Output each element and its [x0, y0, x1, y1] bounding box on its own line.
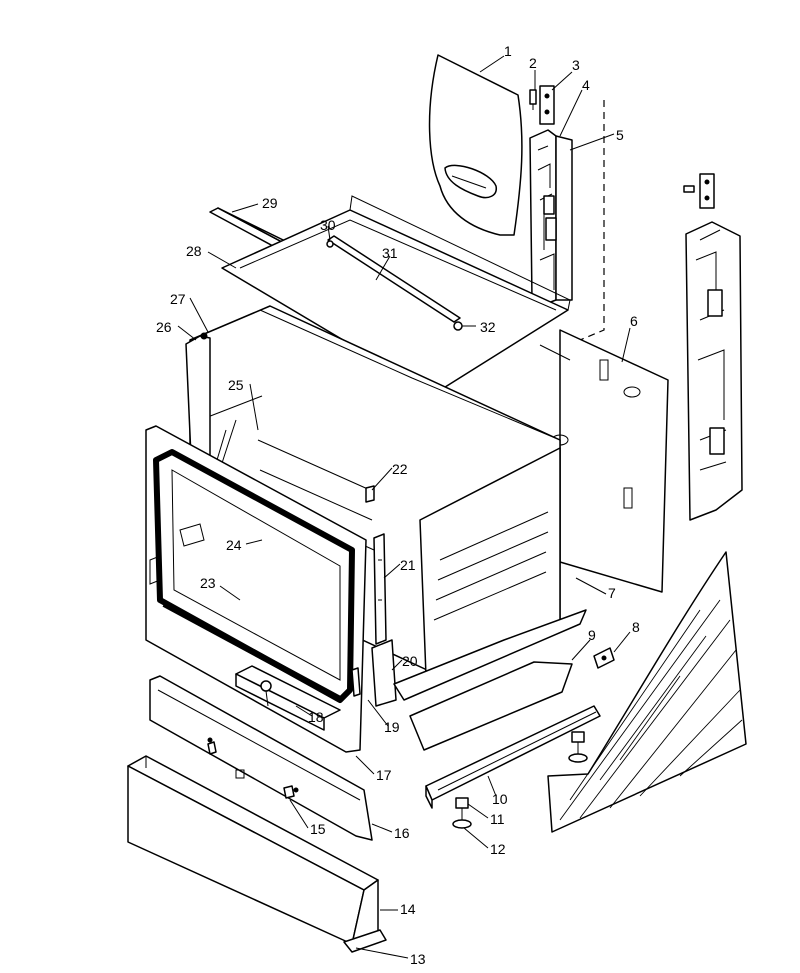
- callout-1: 1: [504, 43, 512, 59]
- callout-31: 31: [382, 245, 398, 261]
- callout-20: 20: [402, 653, 418, 669]
- part-19-clip: [351, 667, 361, 697]
- callout-labels: 1 2 3 4 5 6 7 8 9 10 11 12 13 14 15 16 1…: [156, 43, 640, 967]
- callout-17: 17: [376, 767, 392, 783]
- callout-21: 21: [400, 557, 416, 573]
- callout-11: 11: [490, 811, 505, 827]
- callout-30: 30: [320, 217, 336, 233]
- callout-15: 15: [310, 821, 326, 837]
- part-7-bottom-pan: [393, 609, 587, 701]
- front-frame-assembly: [145, 425, 367, 753]
- callout-13: 13: [410, 951, 426, 967]
- callout-25: 25: [228, 377, 244, 393]
- part-16-17-kick-panel: [149, 675, 373, 841]
- rear-leveling-leg: [568, 731, 588, 763]
- callout-26: 26: [156, 319, 172, 335]
- part-9-deflector: [409, 661, 573, 751]
- leader-lines: [177, 55, 631, 959]
- part-30-screw: [326, 240, 334, 248]
- callout-3: 3: [572, 57, 580, 73]
- callout-19: 19: [384, 719, 400, 735]
- part-2-screw: [529, 89, 537, 110]
- right-side-panel: [547, 551, 747, 833]
- right-hinge-assembly: [683, 173, 743, 521]
- callout-8: 8: [632, 619, 640, 635]
- callout-6: 6: [630, 313, 638, 329]
- callout-27: 27: [170, 291, 186, 307]
- part-20-shield: [371, 639, 397, 707]
- part-4-5-hinge-channel: [529, 129, 573, 307]
- callout-10: 10: [492, 791, 508, 807]
- part-18-bottom-rail: [235, 665, 341, 731]
- callout-16: 16: [394, 825, 410, 841]
- part-31-top-rail: [327, 235, 461, 323]
- part-8-bracket: [593, 647, 615, 669]
- callout-29: 29: [262, 195, 278, 211]
- callout-9: 9: [588, 627, 596, 643]
- part-13-drawer-base: [343, 929, 387, 953]
- callout-18: 18: [308, 709, 324, 725]
- callout-32: 32: [480, 319, 496, 335]
- part-21-bracket: [373, 533, 387, 645]
- callout-22: 22: [392, 461, 408, 477]
- callout-4: 4: [582, 77, 590, 93]
- part-10-rail: [425, 705, 601, 809]
- part-1-back-panel: [428, 54, 523, 236]
- callout-23: 23: [200, 575, 216, 591]
- part-15-screw: [207, 741, 295, 799]
- callout-2: 2: [529, 55, 537, 71]
- callout-5: 5: [616, 127, 624, 143]
- callout-7: 7: [608, 585, 616, 601]
- callout-14: 14: [400, 901, 416, 917]
- callout-24: 24: [226, 537, 242, 553]
- callout-12: 12: [490, 841, 506, 857]
- part-3-hinge-bracket: [539, 85, 555, 125]
- part-32-clip: [453, 321, 463, 331]
- part-11-12-leveling-leg: [452, 797, 472, 829]
- callout-28: 28: [186, 243, 202, 259]
